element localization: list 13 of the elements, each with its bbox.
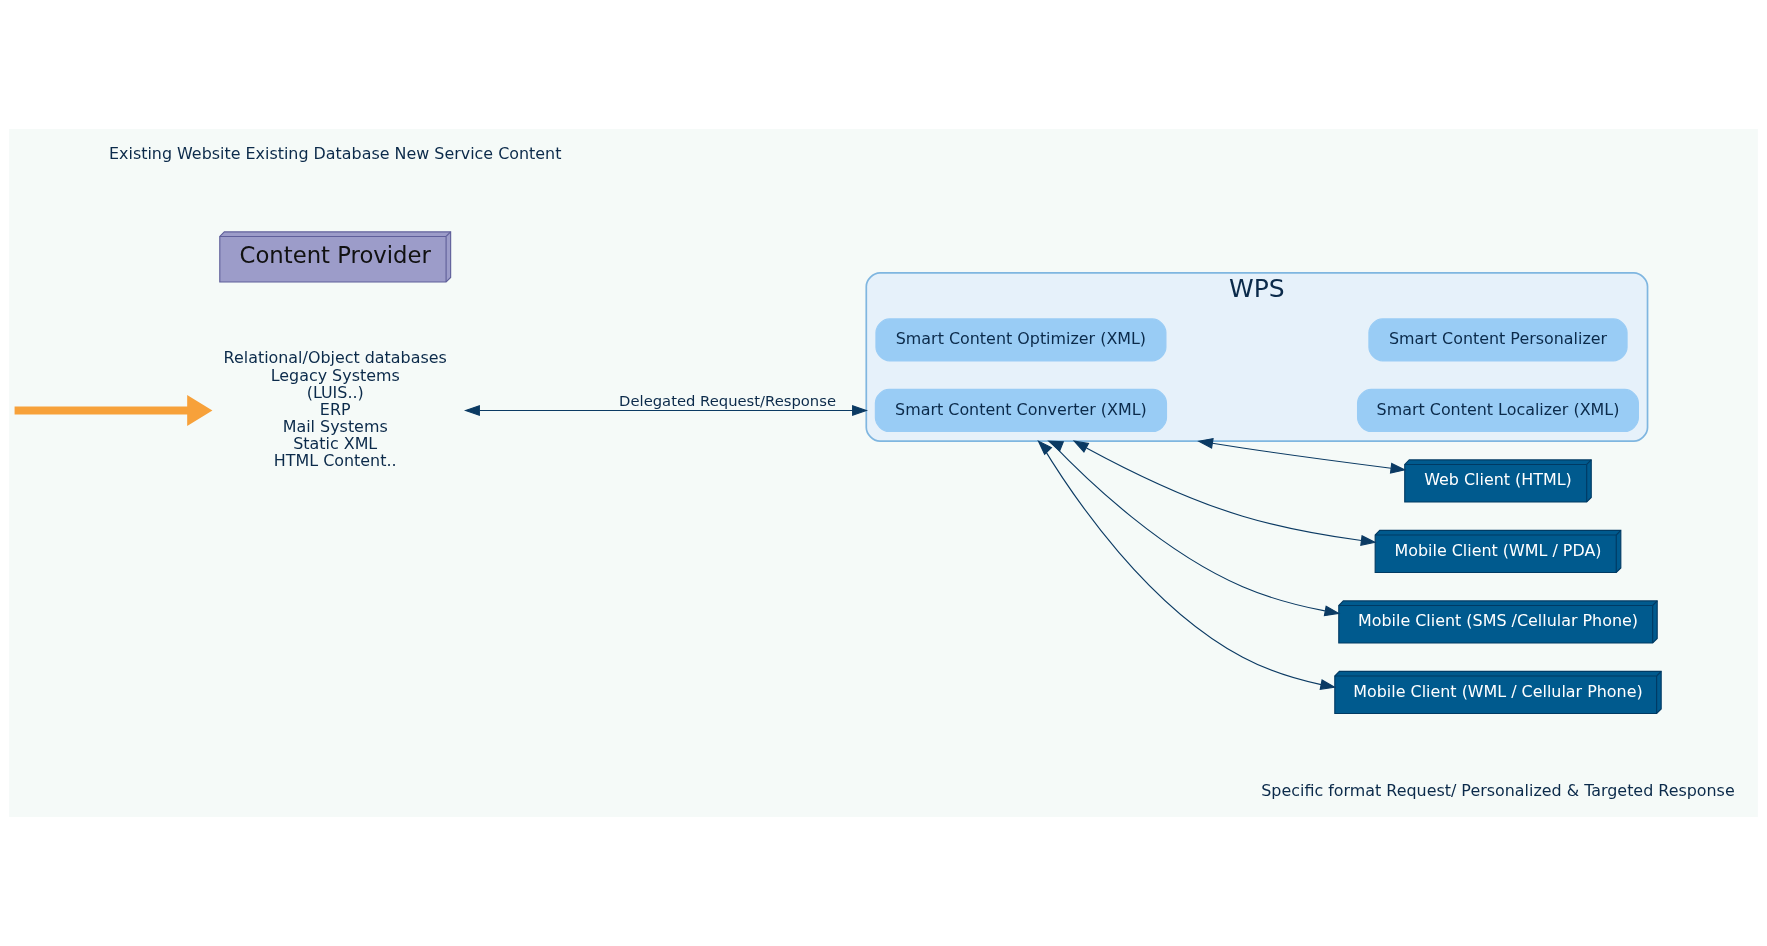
label: Existing Website Existing Database New Service Content [109, 143, 562, 163]
node-box: Smart Content Localizer (XML) [1357, 388, 1639, 433]
node-box: Smart Content Converter (XML) [874, 388, 1168, 433]
arrow [1072, 440, 1377, 546]
arrow [1037, 439, 1337, 690]
node-box: Smart Content Personalizer [1368, 318, 1628, 362]
arrow [1197, 437, 1407, 474]
arrow [464, 404, 868, 417]
edge-label: Delegated Request/Response [619, 392, 836, 410]
node-box: Smart Content Optimizer (XML) [875, 318, 1167, 362]
label: Specific format Request/ Personalized & Targeted Response [1261, 780, 1735, 800]
arrow [1047, 440, 1341, 617]
node-text: Relational/Object databases Legacy Systems (LUIS..) ERP Mail Systems Static XML HTML Content.. [223, 348, 447, 470]
